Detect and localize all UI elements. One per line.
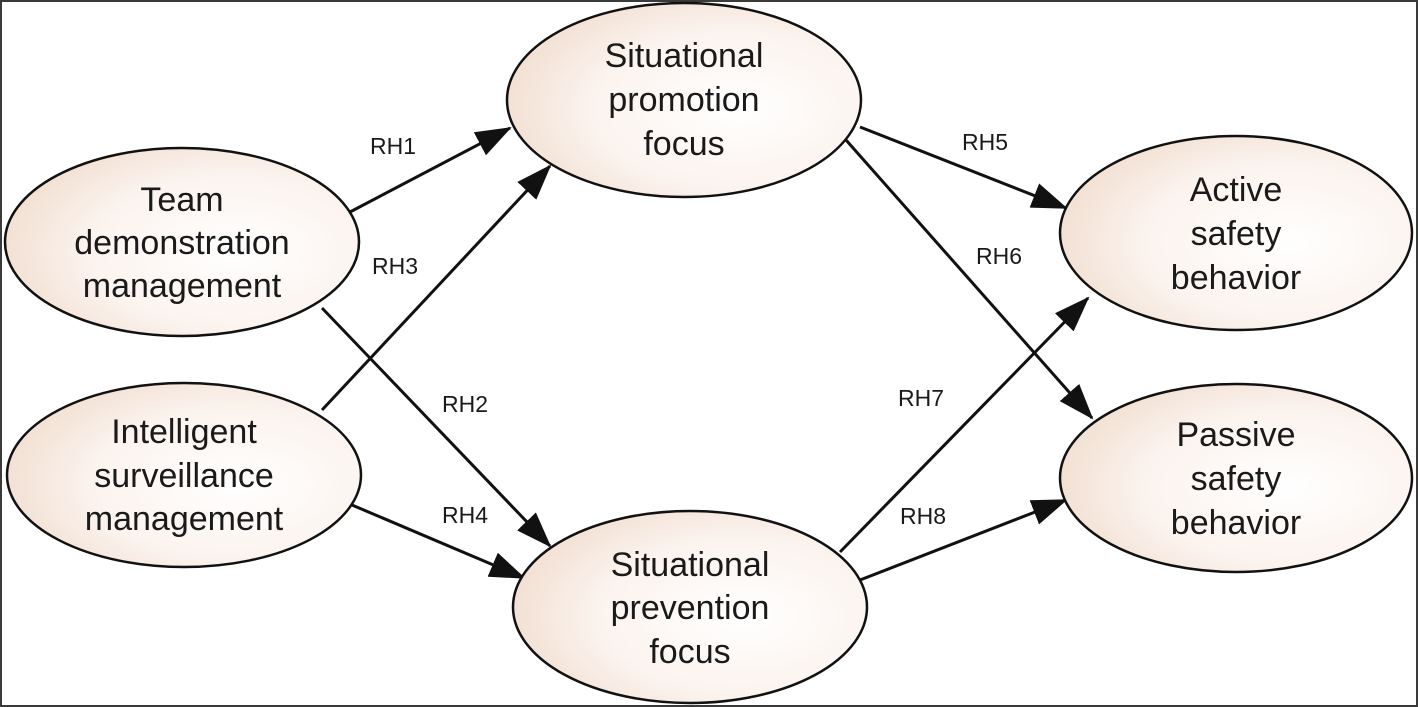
edge-rh6	[844, 139, 1094, 420]
edge-rh3	[320, 164, 552, 412]
node-line: prevention	[611, 589, 770, 627]
node-line: management	[83, 267, 282, 305]
edges	[320, 125, 1094, 582]
node-line: Passive	[1176, 416, 1295, 454]
node-line: Active	[1190, 171, 1283, 209]
node-line: focus	[643, 125, 724, 163]
edge-label-rh4: RH4	[442, 502, 488, 528]
edge-rh1	[349, 126, 512, 214]
node-passive-safety-behavior: Passive safety behavior	[1058, 382, 1414, 574]
node-line: promotion	[608, 81, 759, 119]
edge-label-rh1: RH1	[370, 133, 416, 159]
node-team-demonstration-management: Team demonstration management	[3, 146, 361, 338]
node-line: Situational	[605, 37, 764, 75]
edge-label-rh5: RH5	[962, 129, 1008, 155]
node-active-safety-behavior: Active safety behavior	[1058, 134, 1414, 332]
edge-rh2	[320, 306, 552, 548]
node-line: safety	[1191, 215, 1282, 253]
node-intelligent-surveillance-management: Intelligent surveillance management	[5, 381, 363, 569]
node-line: Situational	[611, 546, 770, 584]
edge-label-rh8: RH8	[900, 503, 946, 529]
edge-rh8	[859, 498, 1068, 582]
edge-rh4	[351, 503, 526, 580]
edge-label-rh2: RH2	[442, 391, 488, 417]
node-line: focus	[649, 633, 730, 671]
node-line: behavior	[1171, 259, 1301, 297]
node-line: Team	[140, 181, 223, 219]
edge-labels: RH1 RH2 RH3 RH4 RH5 RH6 RH7 RH8	[370, 129, 1022, 529]
edge-rh5	[859, 125, 1068, 210]
node-line: management	[85, 500, 284, 538]
edge-label-rh3: RH3	[372, 253, 418, 279]
edge-label-rh6: RH6	[976, 243, 1022, 269]
node-situational-promotion-focus: Situational promotion focus	[505, 1, 863, 199]
node-line: surveillance	[94, 457, 274, 495]
edge-label-rh7: RH7	[898, 385, 944, 411]
node-line: Intelligent	[111, 413, 257, 451]
edge-rh7	[838, 296, 1090, 554]
node-line: demonstration	[74, 224, 289, 262]
node-line: behavior	[1171, 504, 1301, 542]
node-situational-prevention-focus: Situational prevention focus	[511, 509, 869, 705]
node-line: safety	[1191, 460, 1282, 498]
